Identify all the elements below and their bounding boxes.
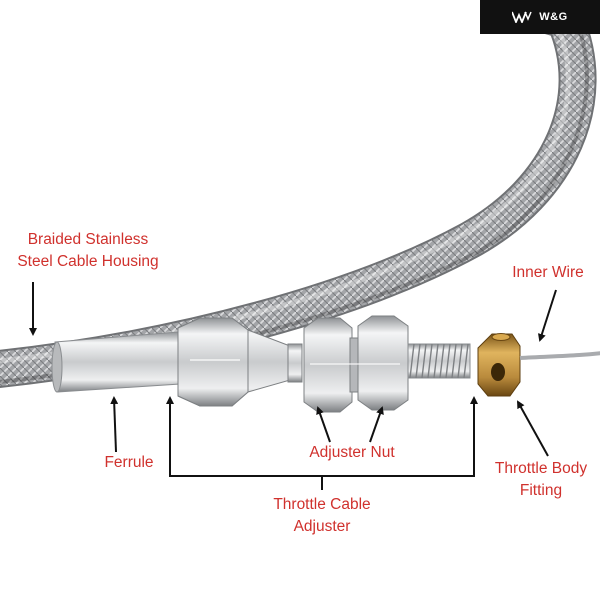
adjuster-nuts (303, 315, 409, 413)
braided-housing (0, 0, 597, 388)
label-adjuster-nut: Adjuster Nut (309, 444, 395, 461)
label-ferrule: Ferrule (104, 454, 154, 471)
adjuster-body (177, 317, 303, 407)
label-throttle-body-fitting-line2: Fitting (519, 482, 563, 499)
label-throttle-cable-adjuster-line2: Adjuster (293, 518, 351, 535)
label-throttle-body-fitting-line1: Throttle Body (494, 460, 588, 477)
label-throttle-body-fitting: Throttle Body Fitting (482, 458, 600, 502)
label-braided-housing: Braided Stainless Steel Cable Housing (0, 229, 176, 273)
callout-leaders (29, 282, 557, 490)
label-braided-housing-line2: Steel Cable Housing (17, 253, 159, 270)
brand-badge: W&G (480, 0, 600, 34)
threaded-rod (407, 343, 471, 379)
inner-wire (519, 351, 600, 360)
label-throttle-cable-adjuster: Throttle Cable Adjuster (262, 494, 382, 538)
ferrule (51, 331, 181, 393)
throttle-body-fitting (477, 333, 521, 397)
brand-name: W&G (539, 11, 568, 23)
label-throttle-cable-adjuster-line1: Throttle Cable (273, 496, 371, 513)
wg-logo-icon (512, 11, 532, 23)
label-braided-housing-line1: Braided Stainless (27, 231, 149, 248)
label-inner-wire: Inner Wire (512, 264, 584, 281)
